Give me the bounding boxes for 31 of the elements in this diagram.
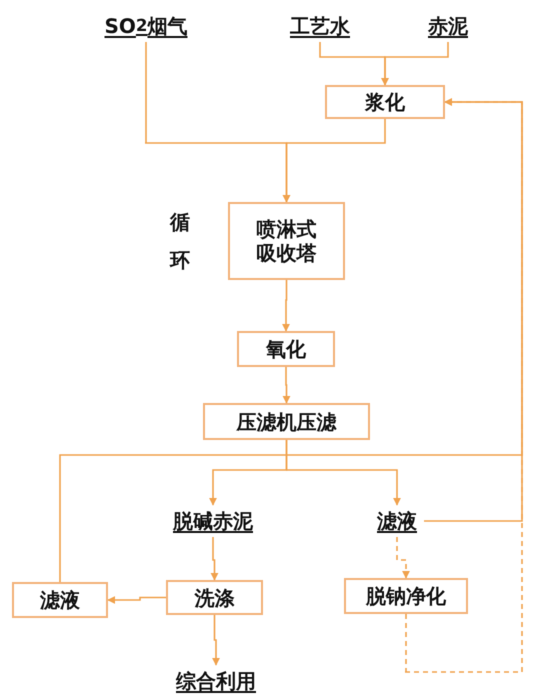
arrow: [285, 440, 401, 506]
step-label: 氧化: [266, 337, 306, 361]
dashed-arrow: [402, 98, 523, 673]
arrow: [107, 596, 166, 604]
step-label: 脱钠净化: [366, 584, 446, 608]
side-note: 循环: [170, 209, 190, 274]
dashed-arrow: [396, 537, 410, 579]
process-box: [228, 202, 345, 280]
step-label: 浆化: [365, 90, 405, 114]
process-box: [344, 578, 468, 614]
step-label: 压滤机压滤: [236, 410, 336, 434]
process-box: [237, 331, 335, 367]
stream-label: 综合利用: [164, 665, 268, 697]
step-label: 滤液: [40, 588, 80, 612]
arrow: [381, 42, 449, 86]
step-label: 喷淋式吸收塔: [256, 217, 318, 265]
arrow: [282, 367, 290, 404]
process-box: [203, 403, 370, 440]
stream-label: 滤液: [370, 505, 424, 537]
stream-label: 赤泥: [418, 10, 478, 42]
step-label: 洗涤: [194, 586, 234, 610]
stream-label: 工艺水: [280, 10, 360, 42]
arrow: [210, 537, 218, 581]
stream-label: 脱碱赤泥: [162, 505, 264, 537]
process-box: [166, 580, 263, 615]
arrow: [282, 119, 386, 203]
process-box: [12, 582, 108, 618]
arrow: [424, 98, 523, 522]
arrow: [212, 615, 220, 666]
process-box: [325, 85, 445, 119]
arrow: [282, 280, 290, 332]
